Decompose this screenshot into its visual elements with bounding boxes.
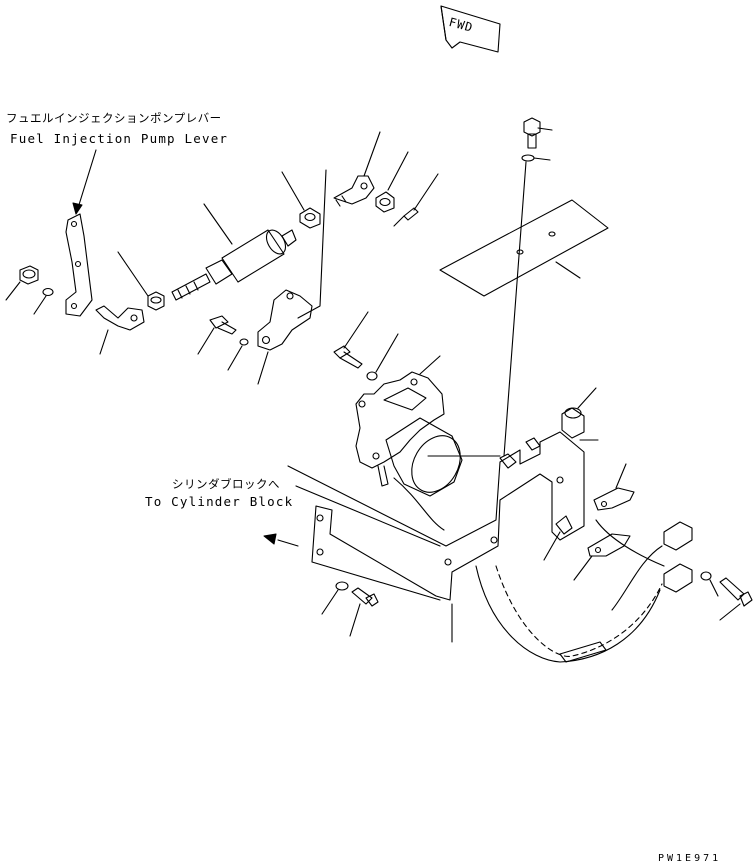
nut-actuator: [281, 171, 321, 229]
connector-b: [663, 563, 693, 593]
fuel-injection-pump-lever: [65, 213, 93, 317]
drawing-code: PW1E971: [658, 853, 722, 864]
lever-arm: [257, 289, 313, 385]
spacer-collar: [561, 387, 597, 439]
bolt-top: [523, 117, 553, 149]
mounting-bracket: [287, 431, 585, 643]
washer-top: [503, 154, 551, 457]
actuator-rod: [171, 203, 297, 301]
fuel-lever-label-en: Fuel Injection Pump Lever: [10, 131, 229, 146]
bolt-mid: [197, 315, 237, 355]
ball-joint-left: [95, 305, 145, 355]
washer-mid: [227, 338, 249, 371]
clamp-lower: [543, 515, 631, 581]
ball-joint-upper: [333, 131, 381, 207]
cylinder-block-arrow: [263, 533, 299, 547]
link-line: [297, 169, 327, 319]
fuel-lever-label-jp: フュエルインジェクションポンプレバー: [6, 111, 222, 125]
nut-mid: [117, 251, 165, 311]
nut-upper: [375, 151, 409, 213]
cover-plate: [439, 199, 609, 297]
fuel-lever-leader: [72, 149, 97, 215]
connector-a: [663, 521, 693, 551]
bolt-bottom: [349, 587, 379, 637]
washer-motor: [366, 333, 399, 381]
governor-motor: [355, 355, 463, 531]
cylinder-block-label-jp: シリンダブロックへ: [172, 477, 280, 491]
washer-connector: [700, 571, 719, 597]
bolt-connector: [719, 577, 753, 621]
wire-harness: [475, 439, 665, 663]
cylinder-block-label-en: To Cylinder Block: [145, 494, 294, 509]
nut-left: [5, 265, 39, 301]
washer-left: [33, 287, 54, 315]
clamp-upper: [593, 463, 635, 511]
bolt-motor: [333, 311, 369, 369]
fwd-tag: [440, 5, 501, 53]
cotter-pin: [393, 173, 439, 227]
washer-bottom: [321, 581, 349, 615]
